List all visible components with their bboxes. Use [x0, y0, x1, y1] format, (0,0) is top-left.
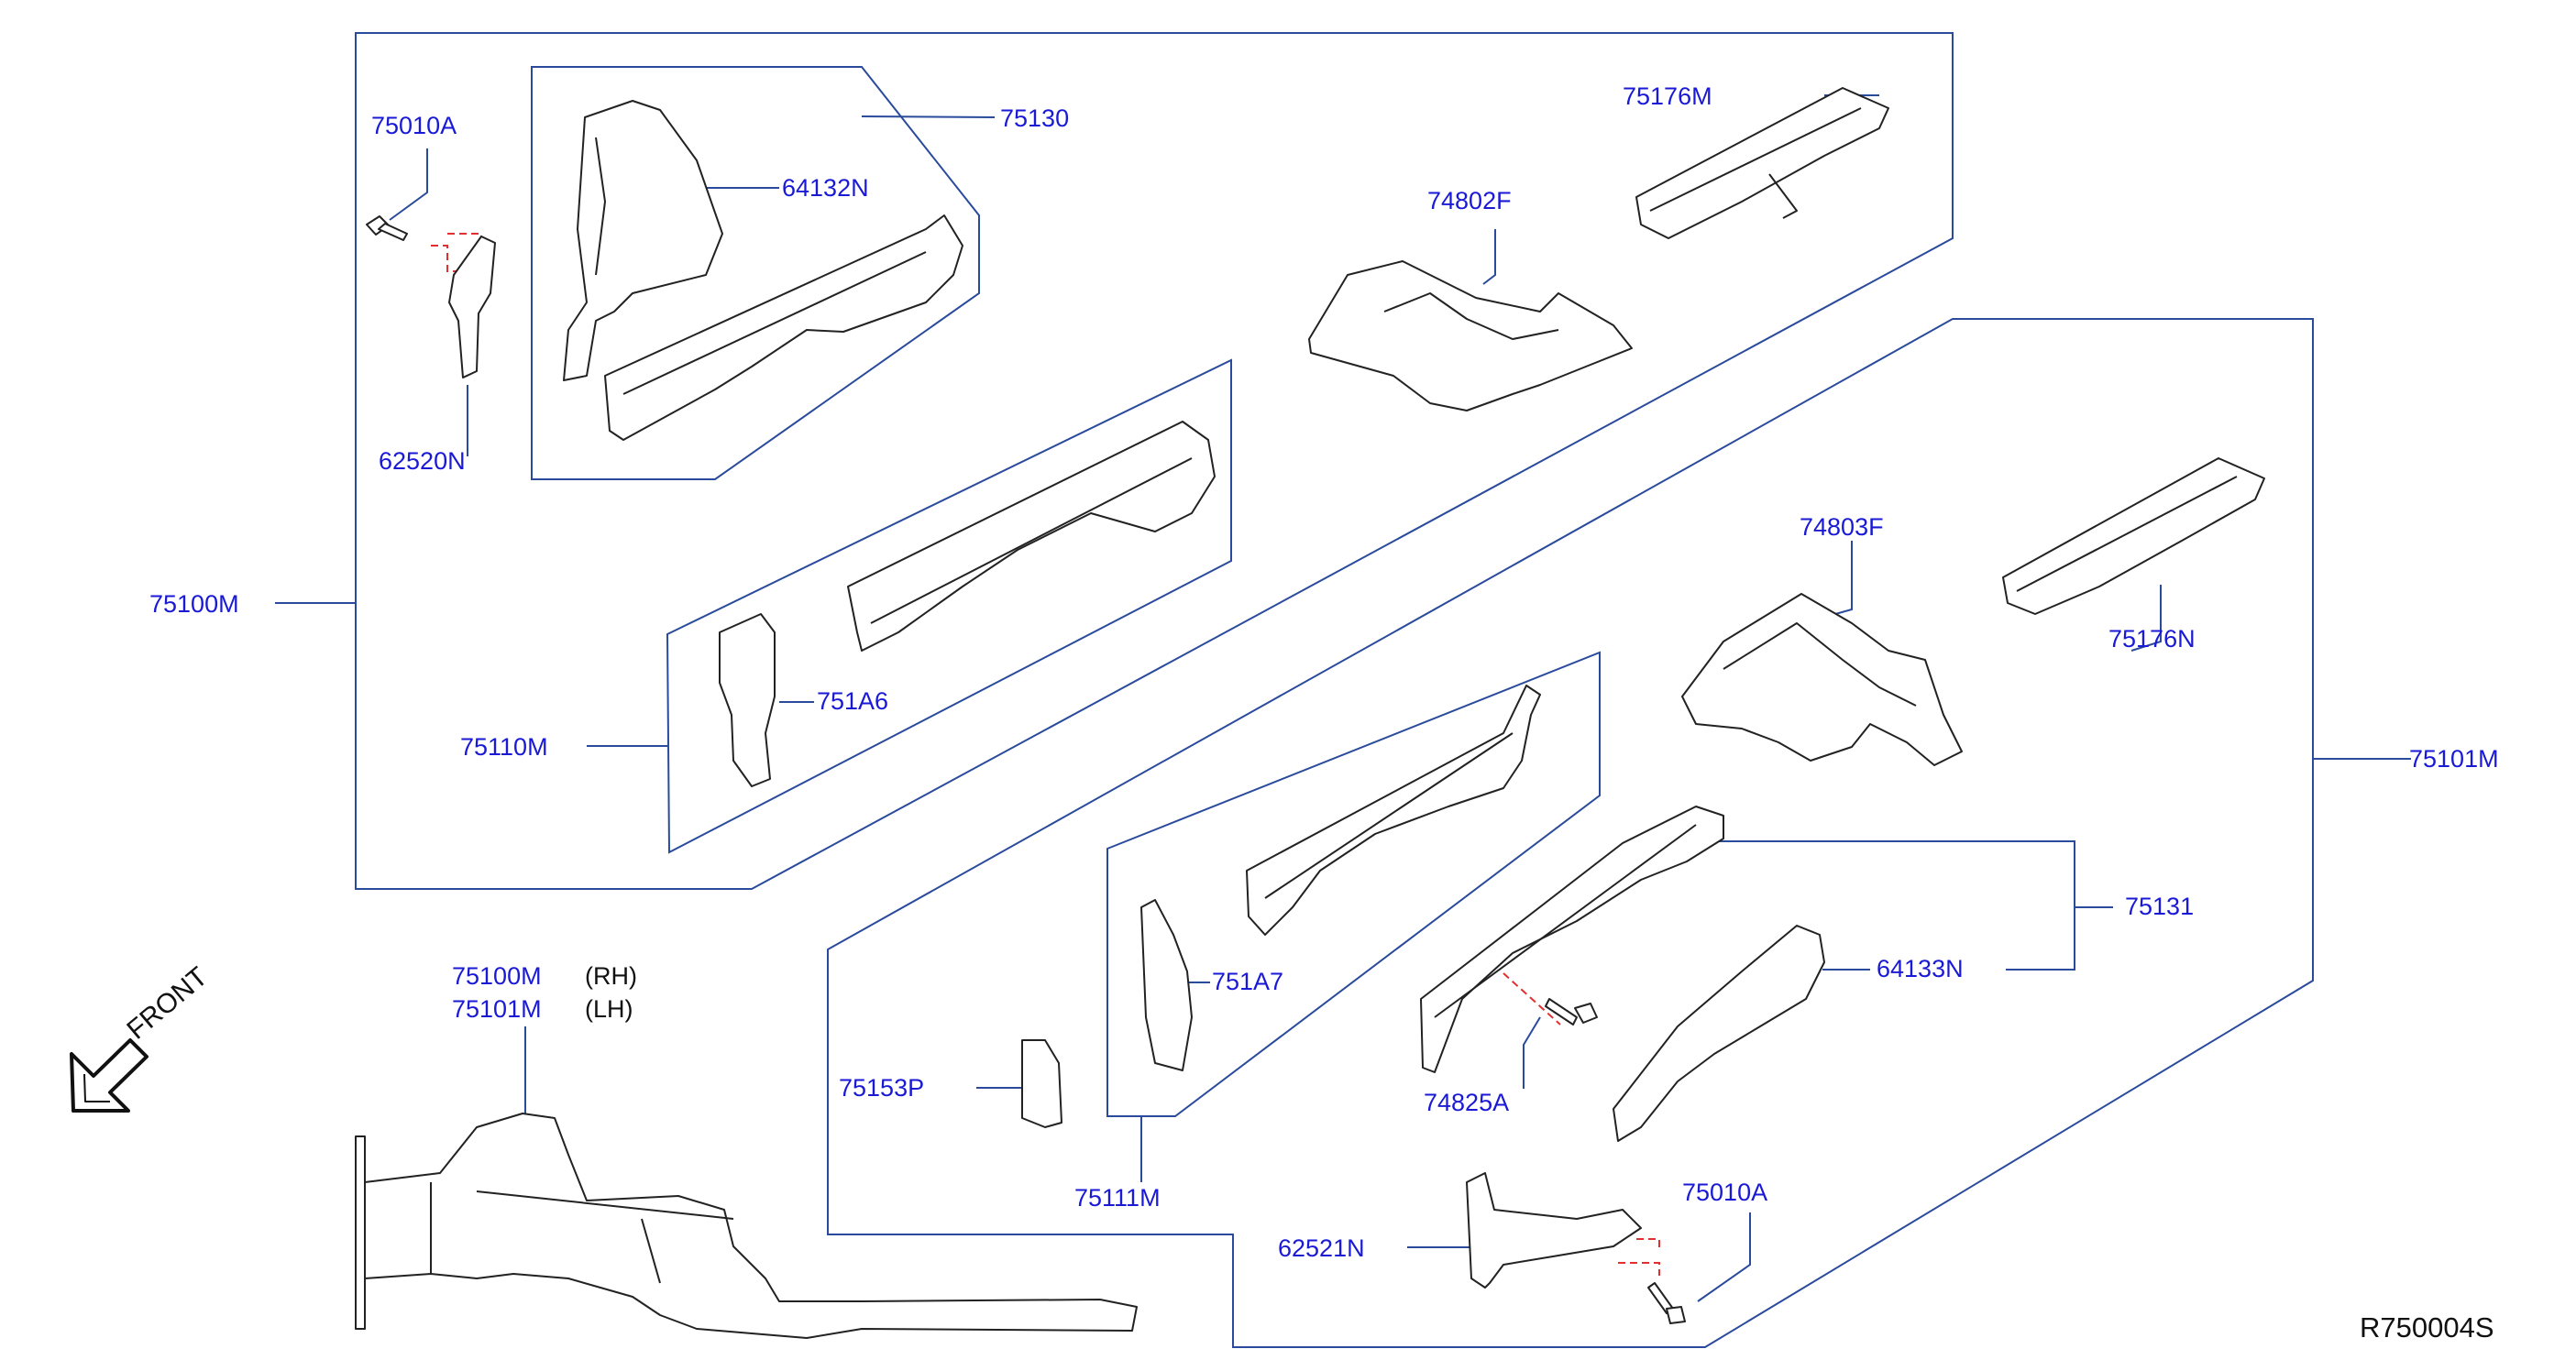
- bracket-75153p: [1021, 1039, 1062, 1128]
- label-74825a[interactable]: 74825A: [1424, 1089, 1510, 1116]
- member-75130: [604, 214, 963, 441]
- frame-75130: [531, 66, 980, 480]
- bolt-74825a: [1545, 998, 1598, 1025]
- bolt-75010a-top: [366, 215, 408, 241]
- label-62521n[interactable]: 62521N: [1278, 1234, 1365, 1262]
- apron-64133n: [1613, 925, 1825, 1142]
- label-75176m[interactable]: 75176M: [1623, 82, 1712, 110]
- label-75111m[interactable]: 75111M: [1074, 1184, 1161, 1212]
- frame-75101m: [827, 318, 2314, 1348]
- member-75110m: [847, 421, 1216, 652]
- label-64133n[interactable]: 64133N: [1877, 955, 1964, 982]
- label-751a7[interactable]: 751A7: [1212, 968, 1284, 995]
- label-75100m[interactable]: 75100M: [149, 590, 239, 618]
- plate-751a7: [1140, 899, 1193, 1071]
- label-75010a-top[interactable]: 75010A: [371, 112, 457, 139]
- label-74802f[interactable]: 74802F: [1427, 187, 1512, 214]
- label-75101m[interactable]: 75101M: [2409, 745, 2499, 773]
- label-75153p[interactable]: 75153P: [839, 1074, 925, 1102]
- bracket-62521n: [1466, 1172, 1642, 1289]
- label-75110m[interactable]: 75110M: [460, 733, 548, 761]
- bolt-75010a-bottom: [1647, 1282, 1686, 1324]
- diagram-code: R750004S: [2360, 1311, 2494, 1344]
- label-751a6[interactable]: 751A6: [817, 687, 889, 715]
- front-arrow-icon: [70, 1038, 149, 1113]
- frame-75100m: [355, 32, 1954, 890]
- rail-75176m: [1635, 87, 1889, 239]
- label-74803f[interactable]: 74803F: [1800, 513, 1884, 541]
- frame-75111m: [1106, 651, 1601, 1117]
- member-75111m: [1246, 685, 1541, 936]
- legend-rh-side: (RH): [585, 962, 637, 990]
- floor-74802f: [1308, 260, 1633, 411]
- rail-75176n: [2002, 457, 2265, 615]
- label-62520n[interactable]: 62520N: [379, 447, 466, 475]
- legend-lh-side: (LH): [585, 995, 633, 1023]
- apron-64132n: [563, 100, 723, 381]
- legend-lh-part[interactable]: 75101M: [452, 995, 542, 1023]
- label-75010a-bottom[interactable]: 75010A: [1682, 1179, 1768, 1206]
- plate-751a6: [719, 613, 776, 787]
- label-64132n[interactable]: 64132N: [782, 174, 869, 202]
- floor-74803f: [1681, 593, 1963, 766]
- label-75131[interactable]: 75131: [2125, 893, 2195, 920]
- member-75131: [1420, 806, 1724, 1073]
- legend-rh-part[interactable]: 75100M: [452, 962, 542, 990]
- frame-75110m: [666, 358, 1232, 854]
- label-75176n[interactable]: 75176N: [2108, 625, 2196, 653]
- assembly-75100m-75101m: [355, 1113, 1138, 1339]
- bracket-62520n: [448, 236, 496, 378]
- label-75130[interactable]: 75130: [1000, 104, 1070, 132]
